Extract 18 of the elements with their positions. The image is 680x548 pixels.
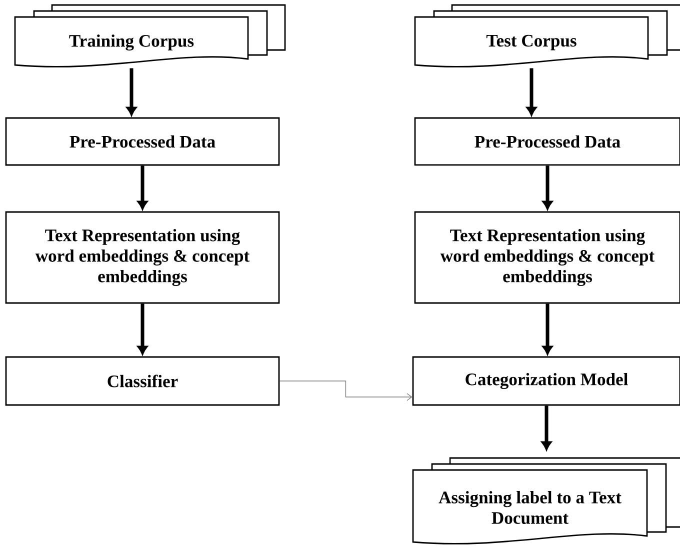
arrow: [542, 304, 553, 355]
connector-arrow: [279, 380, 412, 401]
process-box: Pre-Processed Data: [414, 117, 680, 166]
arrow: [541, 406, 552, 450]
document-stack: Test Corpus: [414, 4, 680, 68]
process-box: Categorization Model: [412, 356, 680, 406]
process-box: Text Representation using word embeddings & concept embeddings: [414, 211, 680, 304]
arrow: [526, 68, 537, 116]
document-stack: Assigning label to a Text Document: [412, 457, 680, 544]
process-box: Pre-Processed Data: [5, 117, 280, 166]
node-label: Assigning label to a Text Document: [438, 491, 622, 524]
process-box: Classifier: [5, 356, 280, 406]
arrow: [137, 304, 148, 355]
document-stack: Training Corpus: [14, 4, 286, 68]
arrow: [126, 68, 137, 116]
process-box: Text Representation using word embeddings & concept embeddings: [5, 211, 280, 304]
arrow: [137, 166, 148, 210]
arrow: [542, 166, 553, 210]
